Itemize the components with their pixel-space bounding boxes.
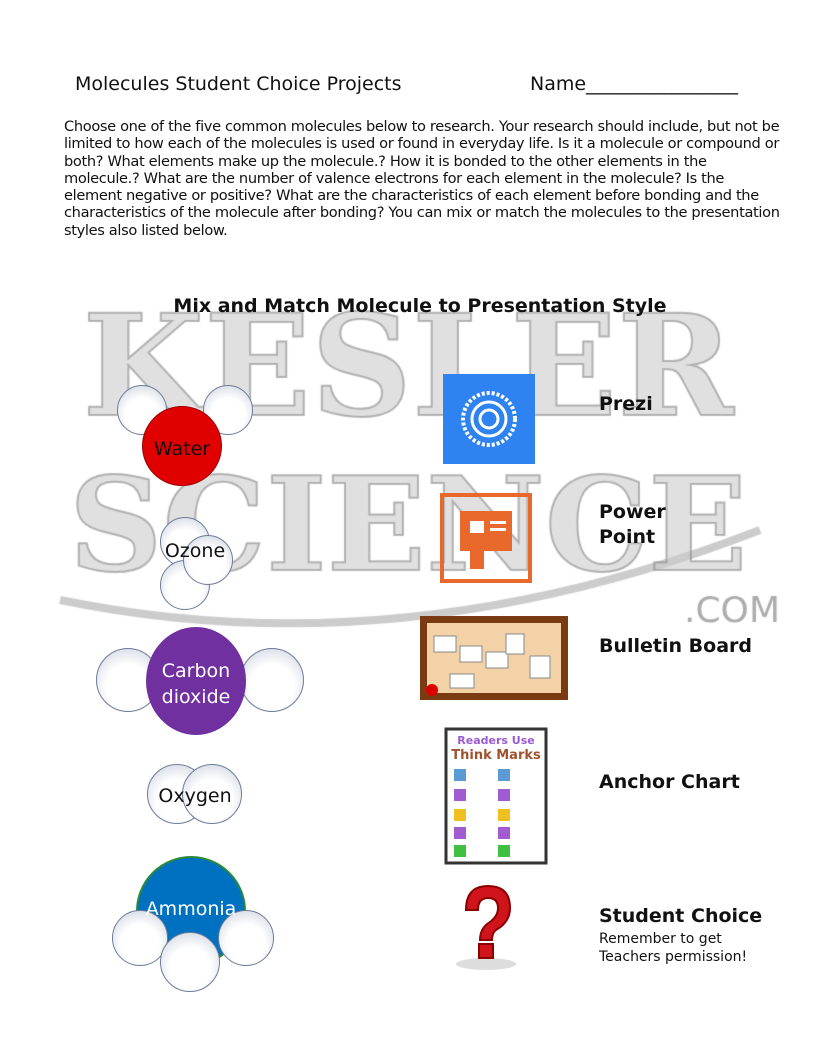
atom-carbon (146, 627, 246, 735)
note-line: Remember to get (599, 931, 722, 947)
style-label-anchor-chart: Anchor Chart (599, 771, 740, 793)
molecule-label: Ammonia (145, 898, 237, 920)
section-heading: Mix and Match Molecule to Presentation S… (173, 295, 667, 317)
atom-hydrogen (112, 910, 168, 966)
molecule-label: Oxygen (158, 785, 232, 807)
atom-oxygen (240, 648, 304, 712)
anchor-chart-icon: Readers Use Think Marks (444, 727, 548, 865)
atom-hydrogen (160, 932, 220, 992)
molecule-label: Carbon dioxide (146, 658, 246, 710)
atom-hydrogen (117, 385, 167, 435)
instructions: Choose one of the five common molecules … (64, 118, 780, 239)
question-mark-icon (456, 884, 516, 970)
molecule-label: Water (153, 438, 211, 460)
prezi-logo-icon (443, 374, 535, 464)
bulletin-board-icon (420, 616, 568, 700)
atom-oxygen (183, 535, 233, 585)
label-line: Power (599, 501, 666, 523)
svg-text:Think Marks: Think Marks (451, 748, 541, 763)
label-line: dioxide (161, 686, 231, 708)
page-title: Molecules Student Choice Projects (75, 73, 402, 95)
style-label-bulletin-board: Bulletin Board (599, 635, 752, 657)
style-label-student-choice: Student Choice (599, 905, 763, 927)
name-field[interactable]: Name________________ (530, 73, 739, 95)
style-label-prezi: Prezi (599, 393, 653, 415)
powerpoint-logo-icon (440, 493, 532, 583)
atom-hydrogen (218, 910, 274, 966)
atom-oxygen (142, 406, 222, 486)
svg-text:Readers Use: Readers Use (457, 734, 534, 747)
kesler-science-watermark (0, 290, 816, 640)
molecule-label: Ozone (164, 540, 226, 562)
note-line: Teachers permission! (599, 949, 748, 965)
label-line: Carbon (161, 660, 231, 682)
atom-oxygen (182, 764, 242, 824)
label-line: Point (599, 526, 656, 548)
